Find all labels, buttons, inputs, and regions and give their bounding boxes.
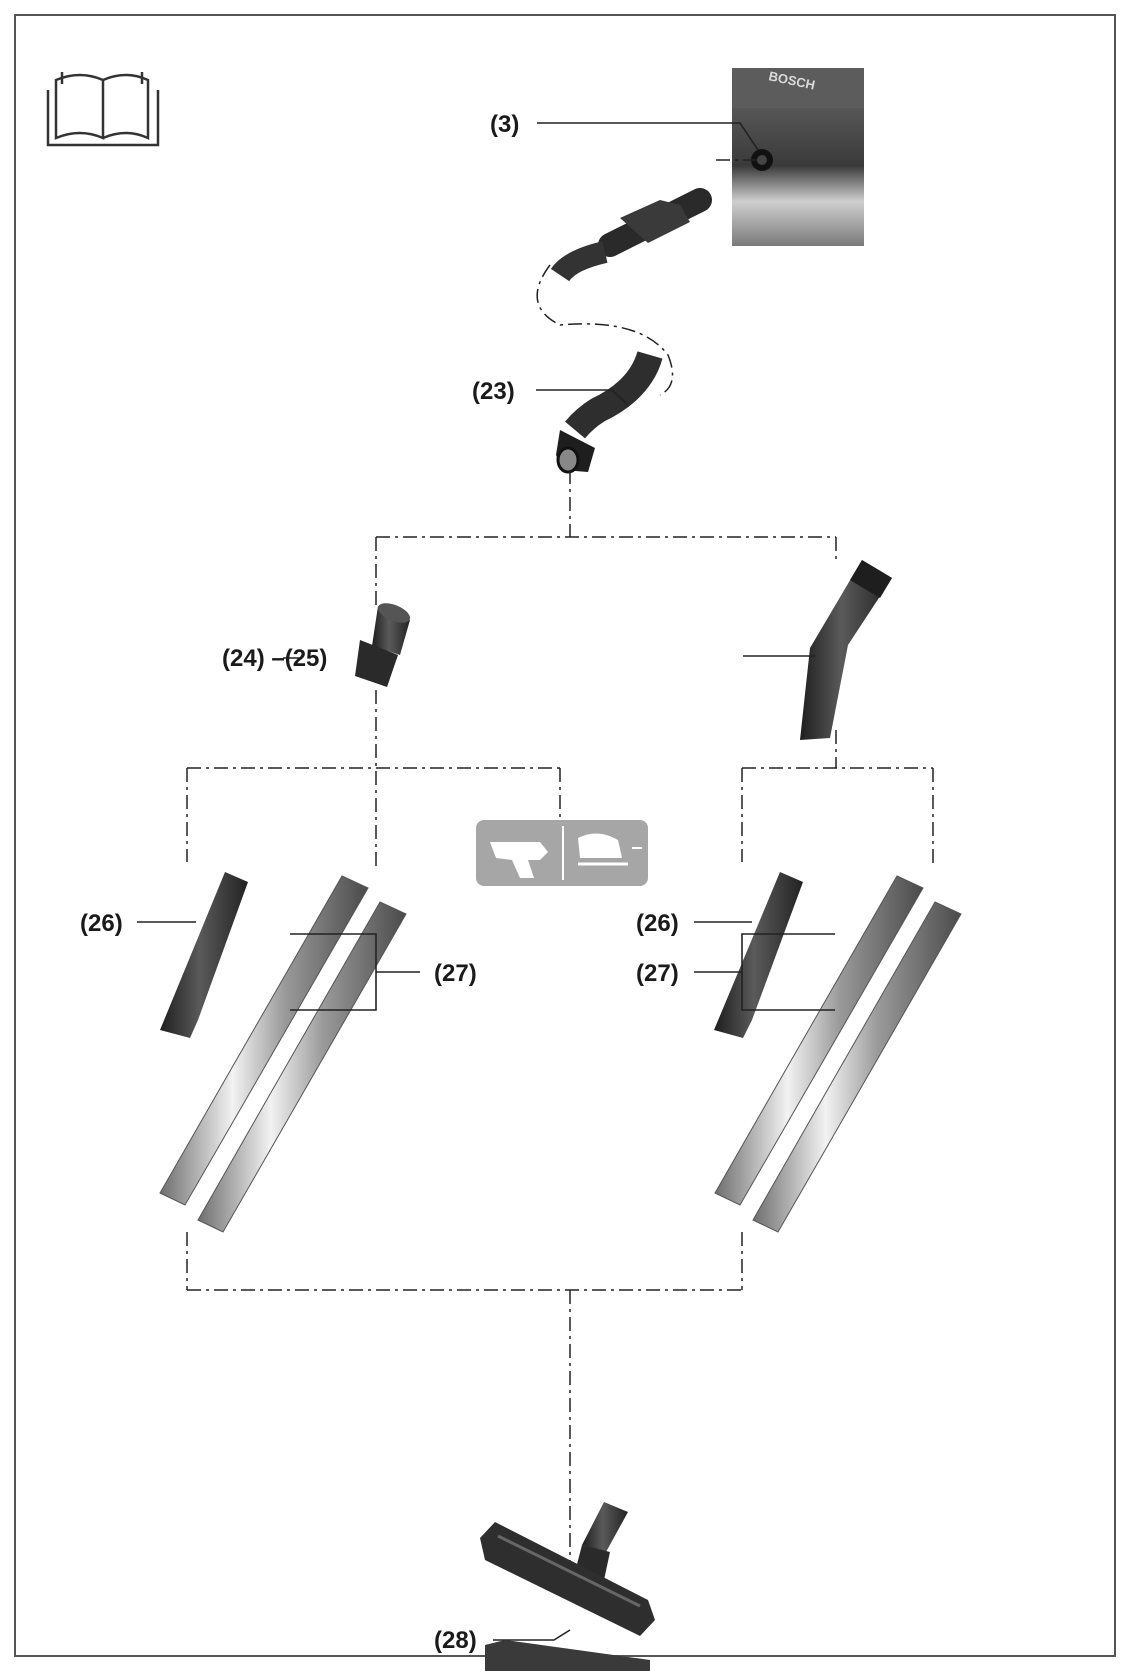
elbow-tube — [800, 560, 892, 740]
label-tubes-left: (27) — [434, 960, 477, 987]
drill-and-jigsaw-icon — [476, 820, 648, 886]
vacuum-hose — [536, 188, 712, 474]
nozzle-insert — [485, 1640, 650, 1671]
crevice-nozzle-left — [160, 872, 248, 1038]
label-crevice-right: (26) — [636, 910, 679, 937]
label-floor-nozzle: (28) — [434, 1627, 477, 1654]
label-tubes-right: (27) — [636, 960, 679, 987]
vacuum-body: BOSCH — [732, 68, 864, 246]
read-manual-book-icon — [46, 72, 160, 147]
label-adapter: (24) –(25) — [222, 645, 327, 672]
label-crevice-left: (26) — [80, 910, 123, 937]
label-hose: (23) — [472, 378, 515, 405]
crevice-nozzle-right — [714, 872, 803, 1038]
adapter-part — [355, 603, 411, 687]
leader-hose — [536, 389, 629, 406]
label-port: (3) — [490, 111, 519, 138]
leader-port — [537, 122, 759, 151]
connection-lines — [186, 470, 934, 1590]
extension-tubes-left — [159, 875, 407, 1233]
floor-nozzle — [480, 1502, 655, 1636]
extension-tubes-right — [714, 875, 962, 1233]
